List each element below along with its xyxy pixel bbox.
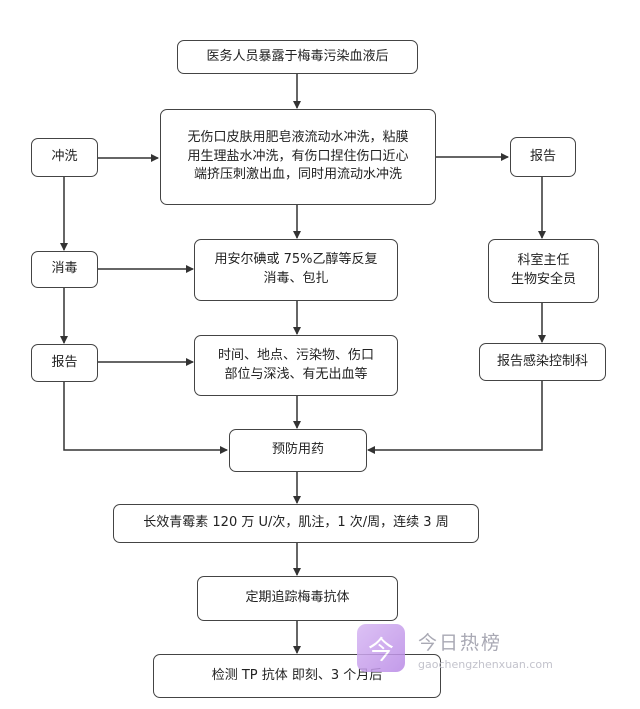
node-exposure: 医务人员暴露于梅毒污染血液后: [177, 40, 418, 74]
label-report-text: 报告: [51, 354, 78, 370]
node-infection-control: 报告感染控制科: [479, 343, 606, 381]
label-disinfect-text: 消毒: [51, 261, 78, 277]
node-prevent: 预防用药: [229, 429, 367, 472]
node-wash-line3: 端挤压刺激出血，同时用流动水冲洗: [193, 167, 402, 183]
node-director-line2: 生物安全员: [510, 272, 576, 287]
node-exposure-text: 医务人员暴露于梅毒污染血液后: [206, 48, 389, 64]
node-right-report: 报告: [510, 137, 576, 177]
node-track-text: 定期追踪梅毒抗体: [245, 590, 350, 606]
watermark-title: 今日热榜: [418, 632, 503, 654]
node-wash: 无伤口皮肤用肥皂液流动水冲洗，粘膜 用生理盐水冲洗，有伤口捏住伤口近心 端挤压刺…: [160, 109, 436, 205]
node-test: 检测 TP 抗体 即刻、3 个月后: [153, 654, 441, 698]
node-test-text: 检测 TP 抗体 即刻、3 个月后: [211, 667, 383, 683]
watermark-url: gaochengzhenxuan.com: [418, 658, 553, 671]
label-flush: 冲洗: [31, 138, 98, 177]
watermark-logo-glyph: 今: [367, 635, 394, 666]
node-disinfect: 用安尔碘或 75%乙醇等反复 消毒、包扎: [194, 239, 398, 301]
node-wash-line2: 用生理盐水冲洗，有伤口捏住伤口近心: [187, 148, 409, 164]
node-penicillin-text: 长效青霉素 120 万 U/次，肌注，1 次/周，连续 3 周: [143, 515, 449, 531]
arrow-infection-to-prevent: [367, 381, 543, 454]
watermark-logo: 今: [357, 624, 405, 672]
label-report: 报告: [31, 344, 98, 382]
node-record-line1: 时间、地点、污染物、伤口: [217, 347, 374, 363]
label-disinfect: 消毒: [31, 251, 98, 288]
node-disinfect-line1: 用安尔碘或 75%乙醇等反复: [214, 252, 378, 268]
node-wash-line1: 无伤口皮肤用肥皂液流动水冲洗，粘膜: [187, 129, 409, 145]
node-right-report-text: 报告: [529, 148, 556, 164]
node-infection-control-text: 报告感染控制科: [496, 353, 588, 369]
arrow-report-label-to-prevent: [63, 382, 228, 454]
label-flush-text: 冲洗: [51, 149, 78, 165]
node-penicillin: 长效青霉素 120 万 U/次，肌注，1 次/周，连续 3 周: [113, 504, 479, 543]
node-record: 时间、地点、污染物、伤口 部位与深浅、有无出血等: [194, 335, 398, 396]
node-director: 科室主任 生物安全员: [488, 239, 599, 303]
node-track: 定期追踪梅毒抗体: [197, 576, 398, 621]
node-record-line2: 部位与深浅、有无出血等: [224, 366, 368, 382]
node-prevent-text: 预防用药: [271, 442, 324, 458]
node-disinfect-line2: 消毒、包扎: [263, 271, 329, 286]
node-director-line1: 科室主任: [517, 253, 570, 269]
